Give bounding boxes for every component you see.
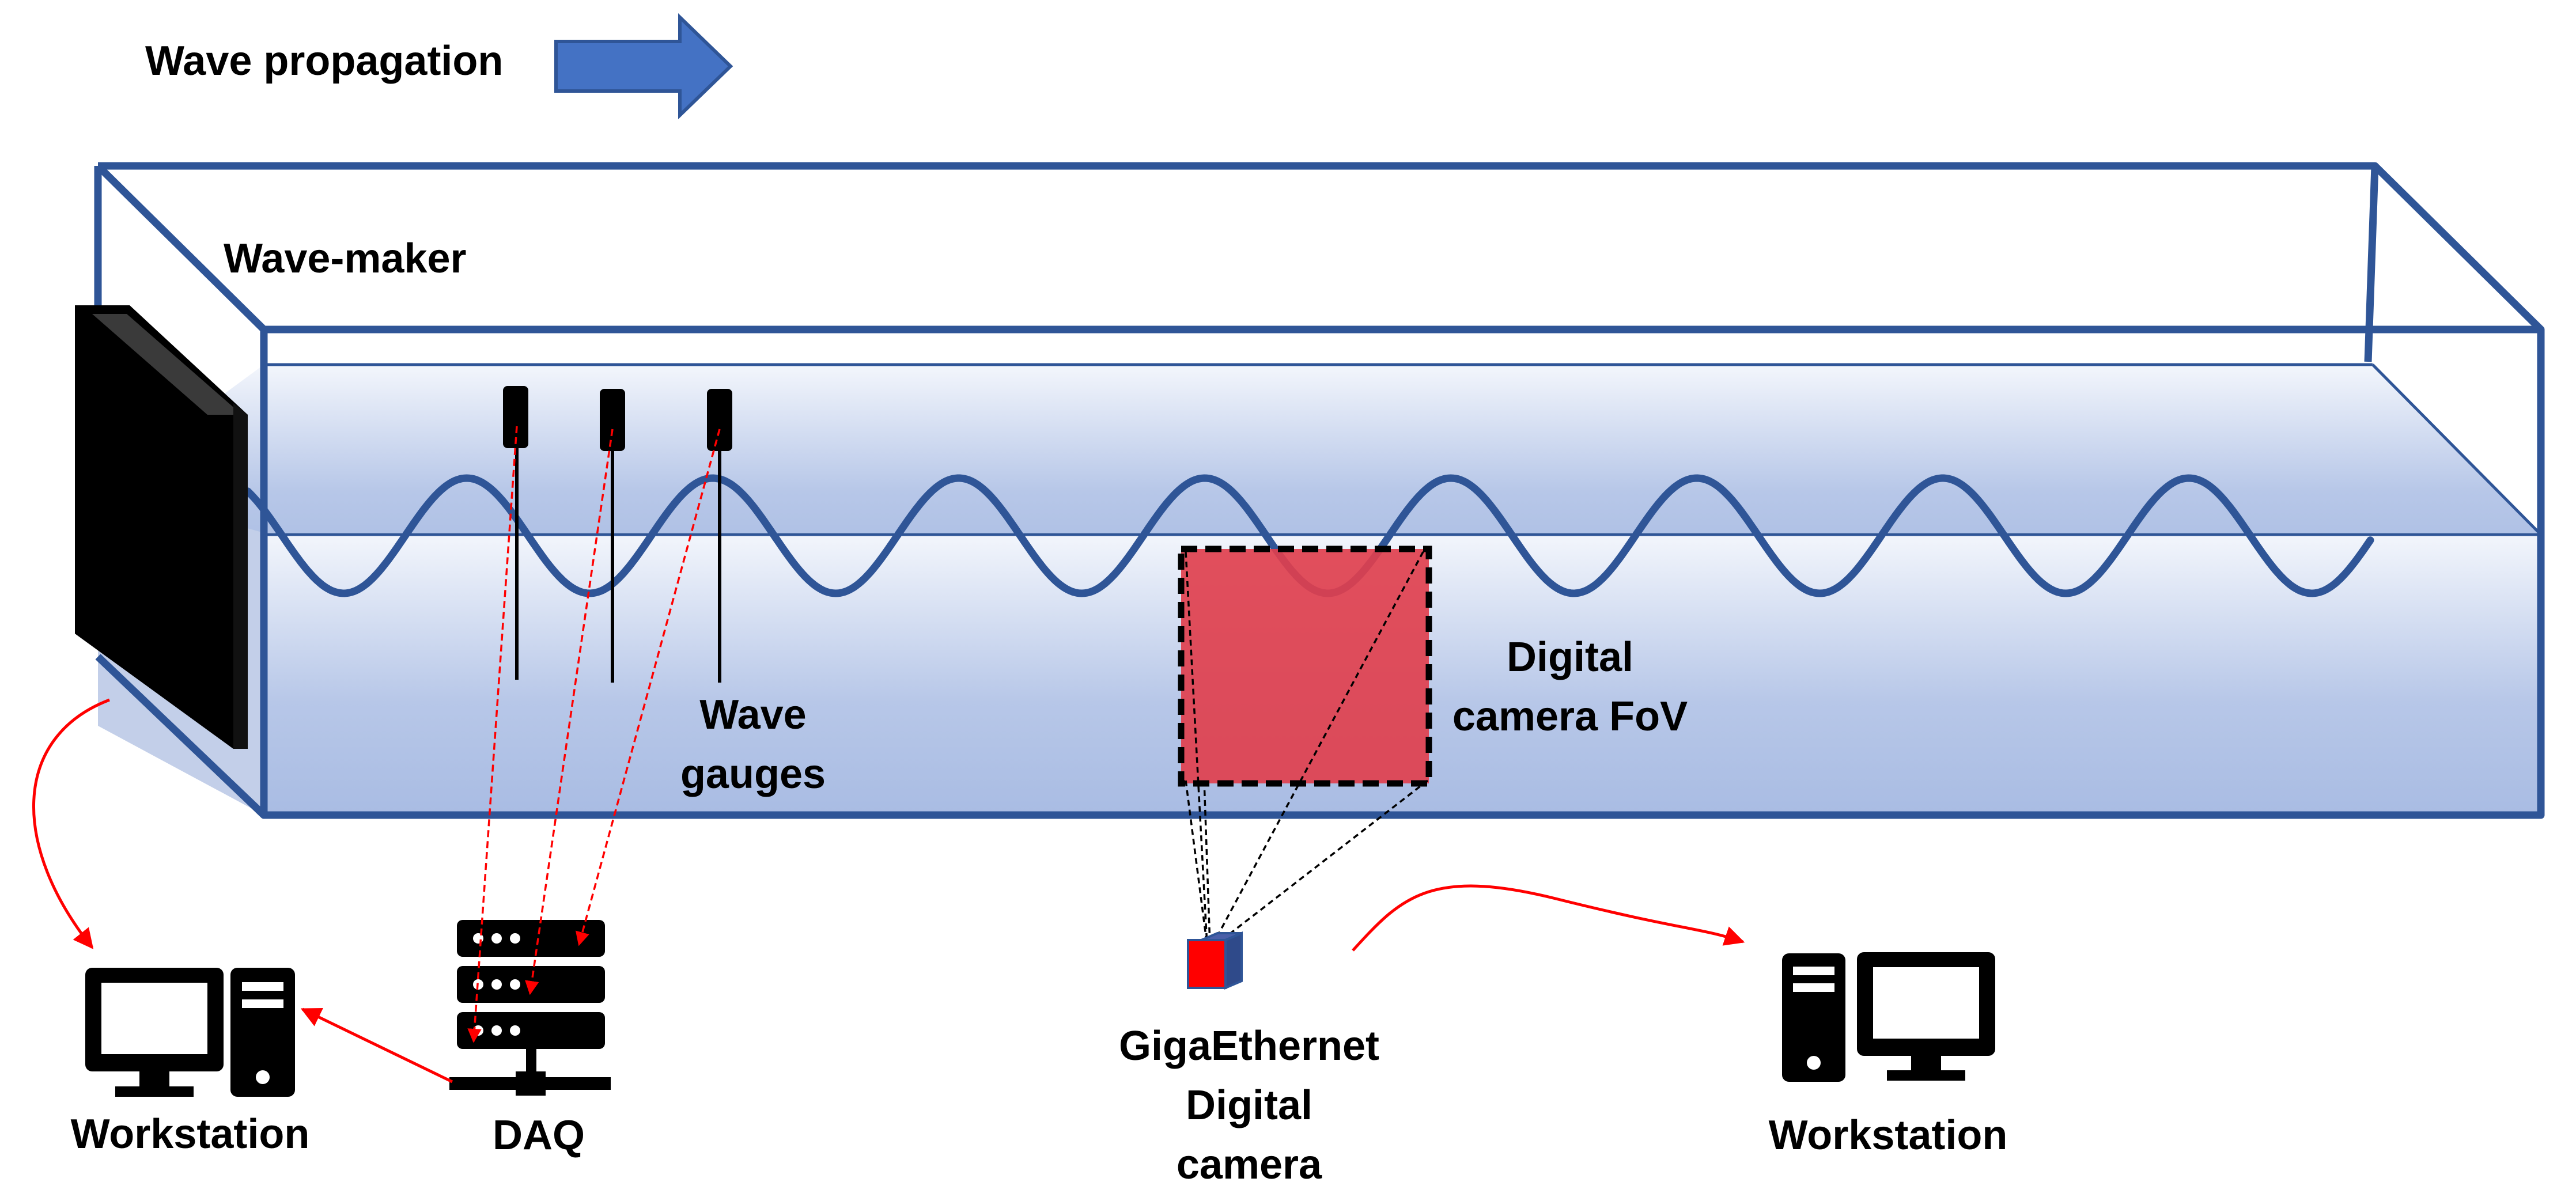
workstation-right-label: Workstation — [1769, 1112, 2008, 1158]
wave-gauge-2 — [600, 389, 625, 451]
wave-gauges-label-line1: Wave — [699, 692, 806, 738]
server-rack-icon — [449, 920, 611, 1096]
wave-tank — [94, 162, 2545, 819]
camera-cube-icon — [1187, 931, 1243, 990]
daq-label: DAQ — [493, 1112, 585, 1158]
daq-to-workstation-arrow — [300, 1007, 453, 1084]
camera-fov-region — [1178, 546, 1432, 787]
wave-gauge-1 — [503, 386, 528, 448]
camera-view-lines — [1185, 551, 1429, 946]
propagation-arrow-icon — [554, 13, 733, 120]
wave-gauge-3 — [707, 389, 732, 451]
workstation-right-icon — [1782, 952, 1995, 1082]
wave-gauges — [503, 386, 732, 683]
wave-propagation-label: Wave propagation — [145, 38, 503, 84]
camera-fov-label-line2: camera FoV — [1452, 694, 1688, 740]
gauge-signal-lines — [467, 426, 721, 1043]
camera-fov-label-line1: Digital — [1507, 634, 1633, 680]
wavemaker-to-workstation-arrow — [32, 698, 110, 949]
camera-label-line3: camera — [1177, 1142, 1322, 1188]
wave-gauges-label-line2: gauges — [680, 751, 826, 797]
camera-to-workstation-arrow — [1352, 884, 1745, 952]
camera-label-line2: Digital — [1186, 1082, 1312, 1128]
wave-maker-paddle — [75, 305, 248, 749]
wave-maker-label: Wave-maker — [224, 236, 467, 282]
data-flow-arrows — [32, 698, 1745, 1084]
workstation-left-icon — [85, 968, 295, 1097]
camera-label-line1: GigaEthernet — [1119, 1023, 1379, 1069]
workstation-left-label: Workstation — [71, 1111, 310, 1157]
